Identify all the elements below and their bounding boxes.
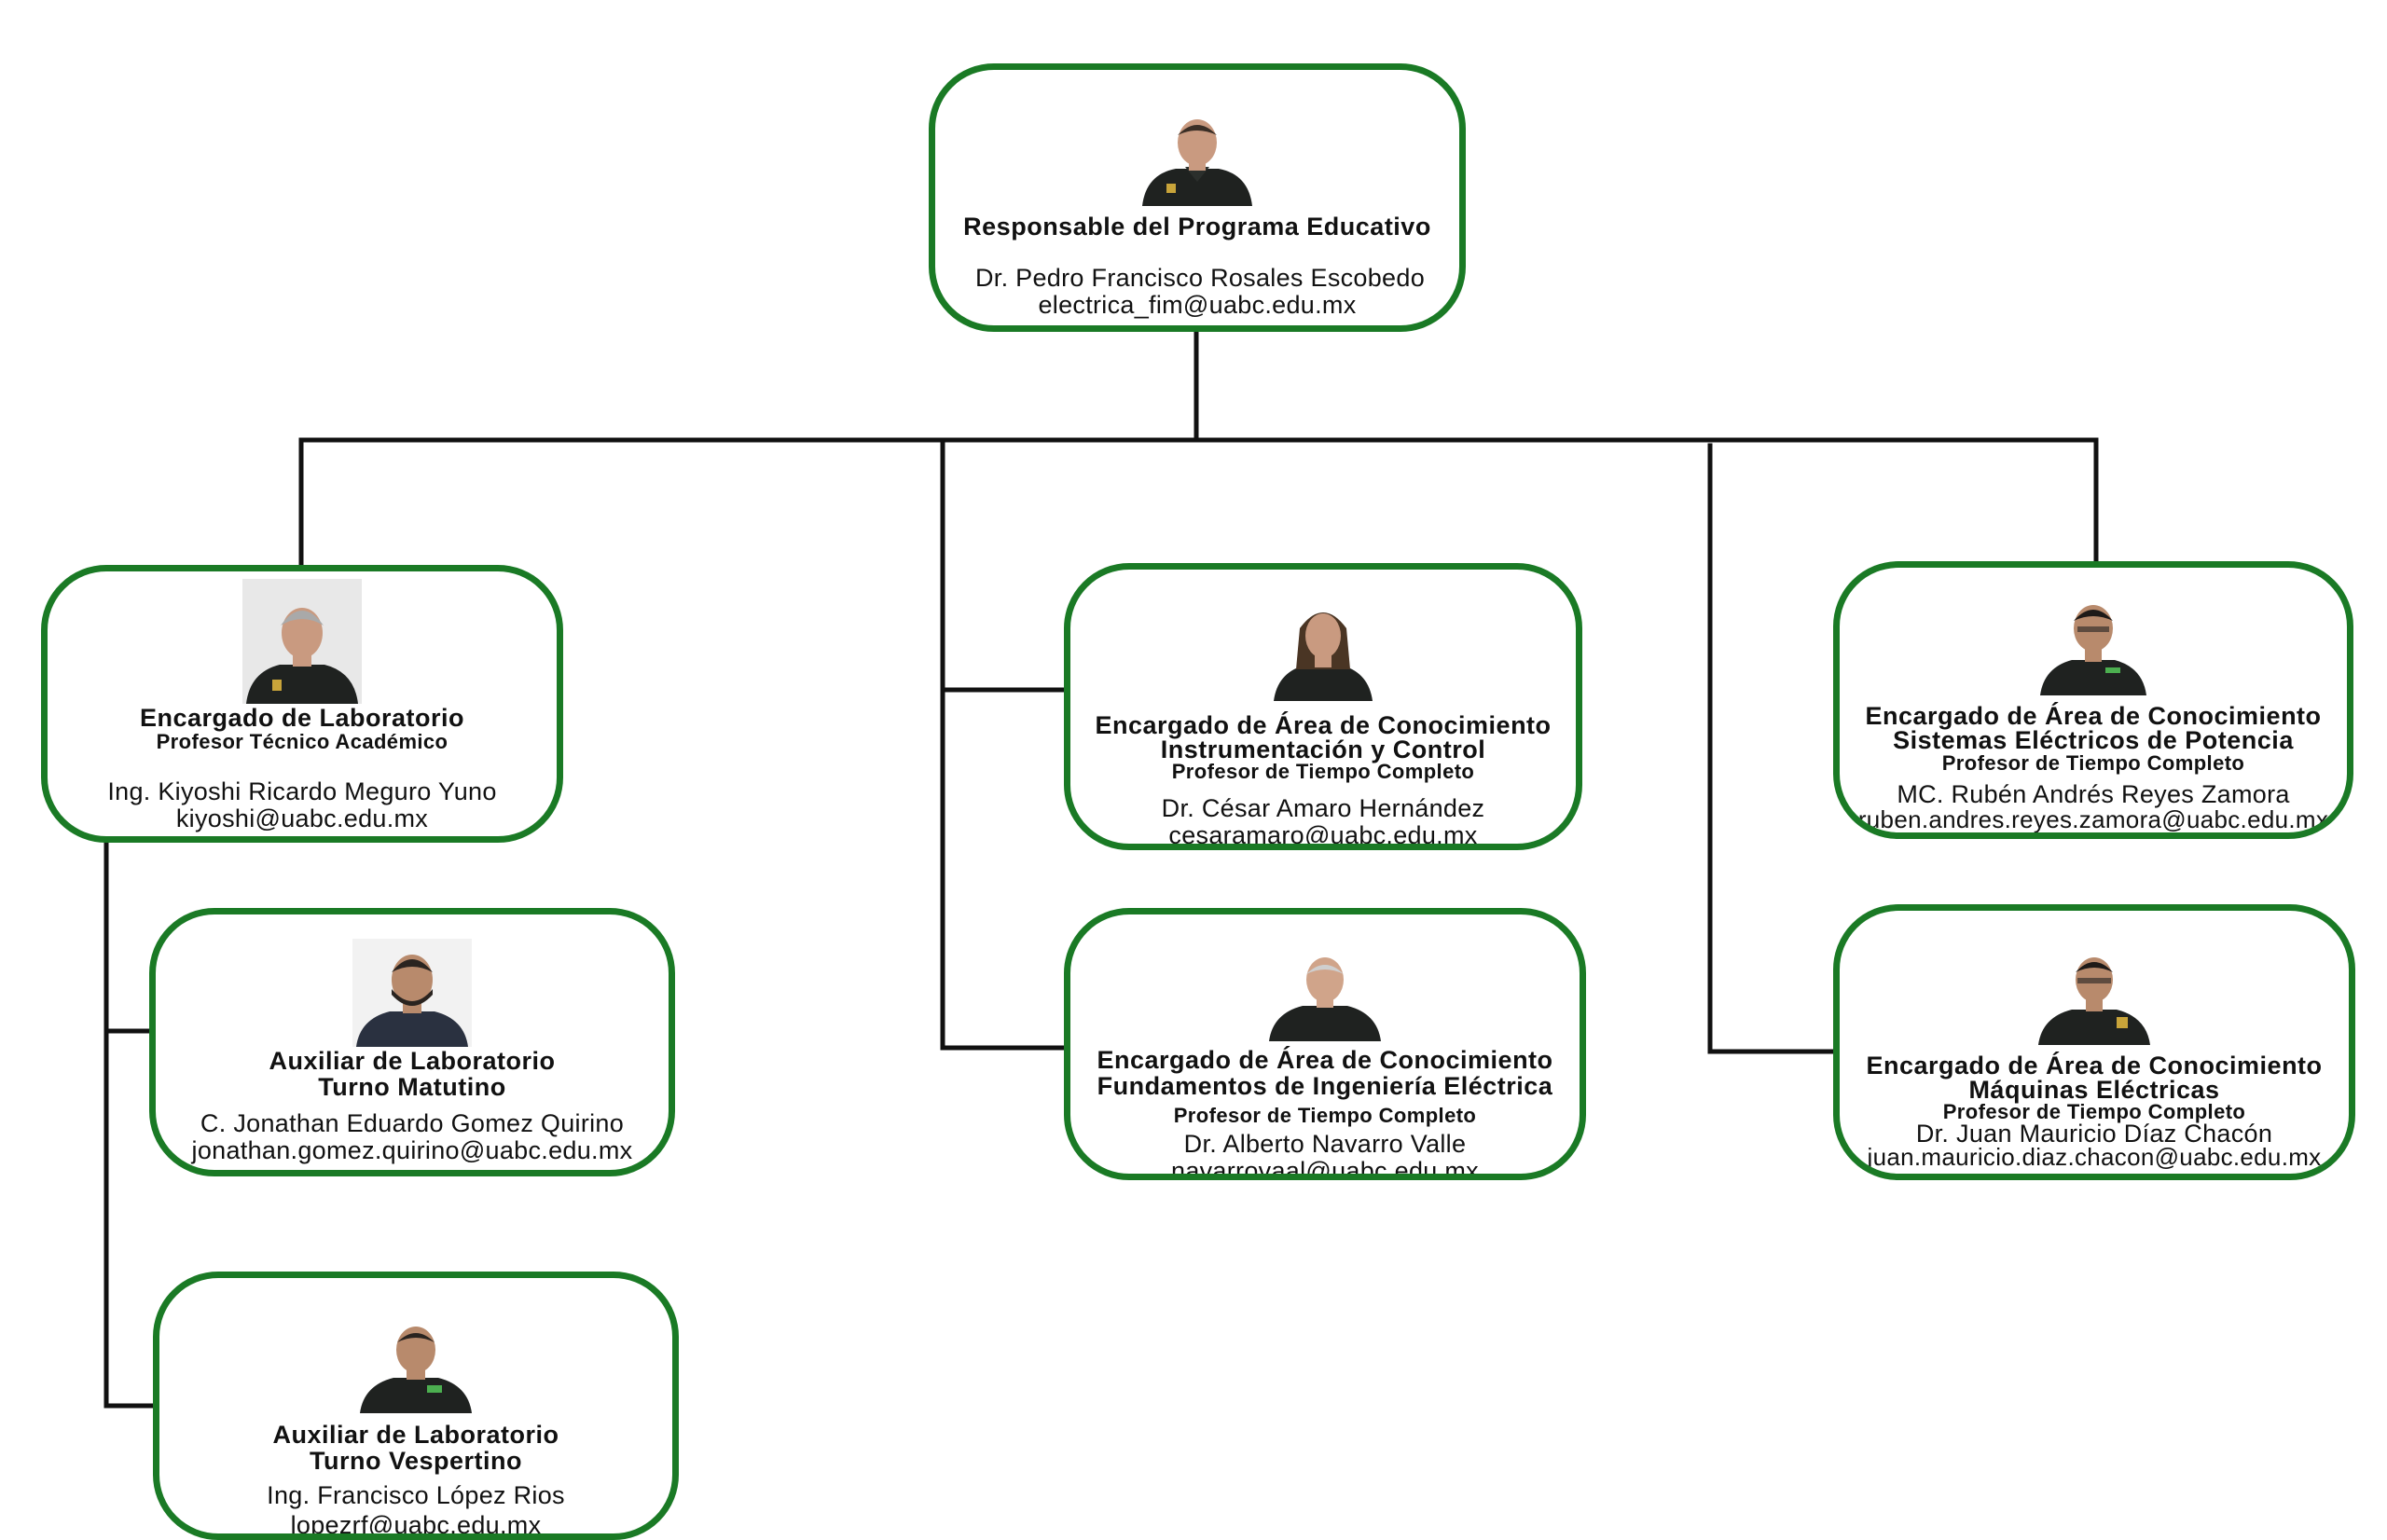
role-title: Responsable del Programa Educativo [963,213,1431,241]
role-title: Auxiliar de Laboratorio [269,1047,556,1075]
role-subtitle: Turno Matutino [318,1073,506,1101]
role-subtitle: Profesor de Tiempo Completo [1173,1104,1477,1127]
node-area-electric-machines: Encargado de Área de Conocimiento Máquin… [1833,904,2355,1180]
node-lab-assistant-morning: Auxiliar de Laboratorio Turno Matutino C… [149,908,675,1176]
role-title: Auxiliar de Laboratorio [272,1421,559,1449]
person-name: Dr. Pedro Francisco Rosales Escobedo [974,264,1426,292]
person-email: navarrovaal@uabc.edu.mx [1171,1157,1479,1180]
person-name: Ing. Kiyoshi Ricardo Meguro Yuno [107,777,497,805]
knowledge-area: Instrumentación y Control [1160,736,1486,763]
role-subtitle: Profesor Técnico Académico [156,730,448,753]
knowledge-area: Máquinas Eléctricas [1968,1076,2220,1104]
person-photo [356,1320,476,1413]
node-program-head: Responsable del Programa Educativo Dr. P… [929,63,1466,332]
person-photo [1135,113,1260,206]
person-name: Dr. Juan Mauricio Díaz Chacón [1915,1120,2273,1148]
person-photo [242,579,362,704]
node-area-instrumentation: Encargado de Área de Conocimiento Instru… [1064,563,1582,850]
person-name: Ing. Francisco López Rios [267,1481,565,1509]
role-title: Encargado de Área de Conocimiento [1866,1052,2323,1079]
node-lab-head: Encargado de Laboratorio Profesor Técnic… [41,565,563,843]
person-name: C. Jonathan Eduardo Gomez Quirino [200,1109,625,1137]
person-name: Dr. Alberto Navarro Valle [1183,1130,1467,1158]
knowledge-area: Fundamentos de Ingeniería Eléctrica [1097,1072,1553,1100]
person-email: electrica_fim@uabc.edu.mx [1038,291,1357,319]
role-subtitle: Profesor de Tiempo Completo [1171,760,1475,783]
role-title: Encargado de Área de Conocimiento [1095,711,1552,739]
person-email: juan.mauricio.diaz.chacon@uabc.edu.mx [1867,1143,2322,1171]
person-photo [1272,600,1374,701]
role-subtitle: Turno Vespertino [309,1447,523,1475]
person-email: cesaramaro@uabc.edu.mx [1168,821,1478,849]
person-name: Dr. César Amaro Hernández [1161,794,1485,822]
node-lab-assistant-evening: Auxiliar de Laboratorio Turno Vespertino… [153,1272,679,1540]
person-photo [352,939,472,1047]
role-title: Encargado de Laboratorio [139,704,465,732]
person-email: jonathan.gomez.quirino@uabc.edu.mx [191,1136,633,1164]
role-subtitle: Profesor de Tiempo Completo [1941,751,2245,775]
person-email: ruben.andres.reyes.zamora@uabc.edu.mx [1857,805,2329,833]
person-photo [2035,950,2154,1045]
role-title: Encargado de Área de Conocimiento [1097,1046,1553,1074]
node-area-fundamentals: Encargado de Área de Conocimiento Fundam… [1064,908,1586,1180]
person-photo [1265,954,1385,1041]
knowledge-area: Sistemas Eléctricos de Potencia [1893,726,2294,754]
role-subtitle: Profesor de Tiempo Completo [1942,1100,2246,1123]
person-name: MC. Rubén Andrés Reyes Zamora [1897,780,2290,808]
node-area-power-systems: Encargado de Área de Conocimiento Sistem… [1833,561,2353,839]
role-title: Encargado de Área de Conocimiento [1865,702,2322,730]
person-photo [2036,595,2150,695]
person-email: lopezrf@uabc.edu.mx [290,1511,542,1539]
person-email: kiyoshi@uabc.edu.mx [175,804,429,832]
